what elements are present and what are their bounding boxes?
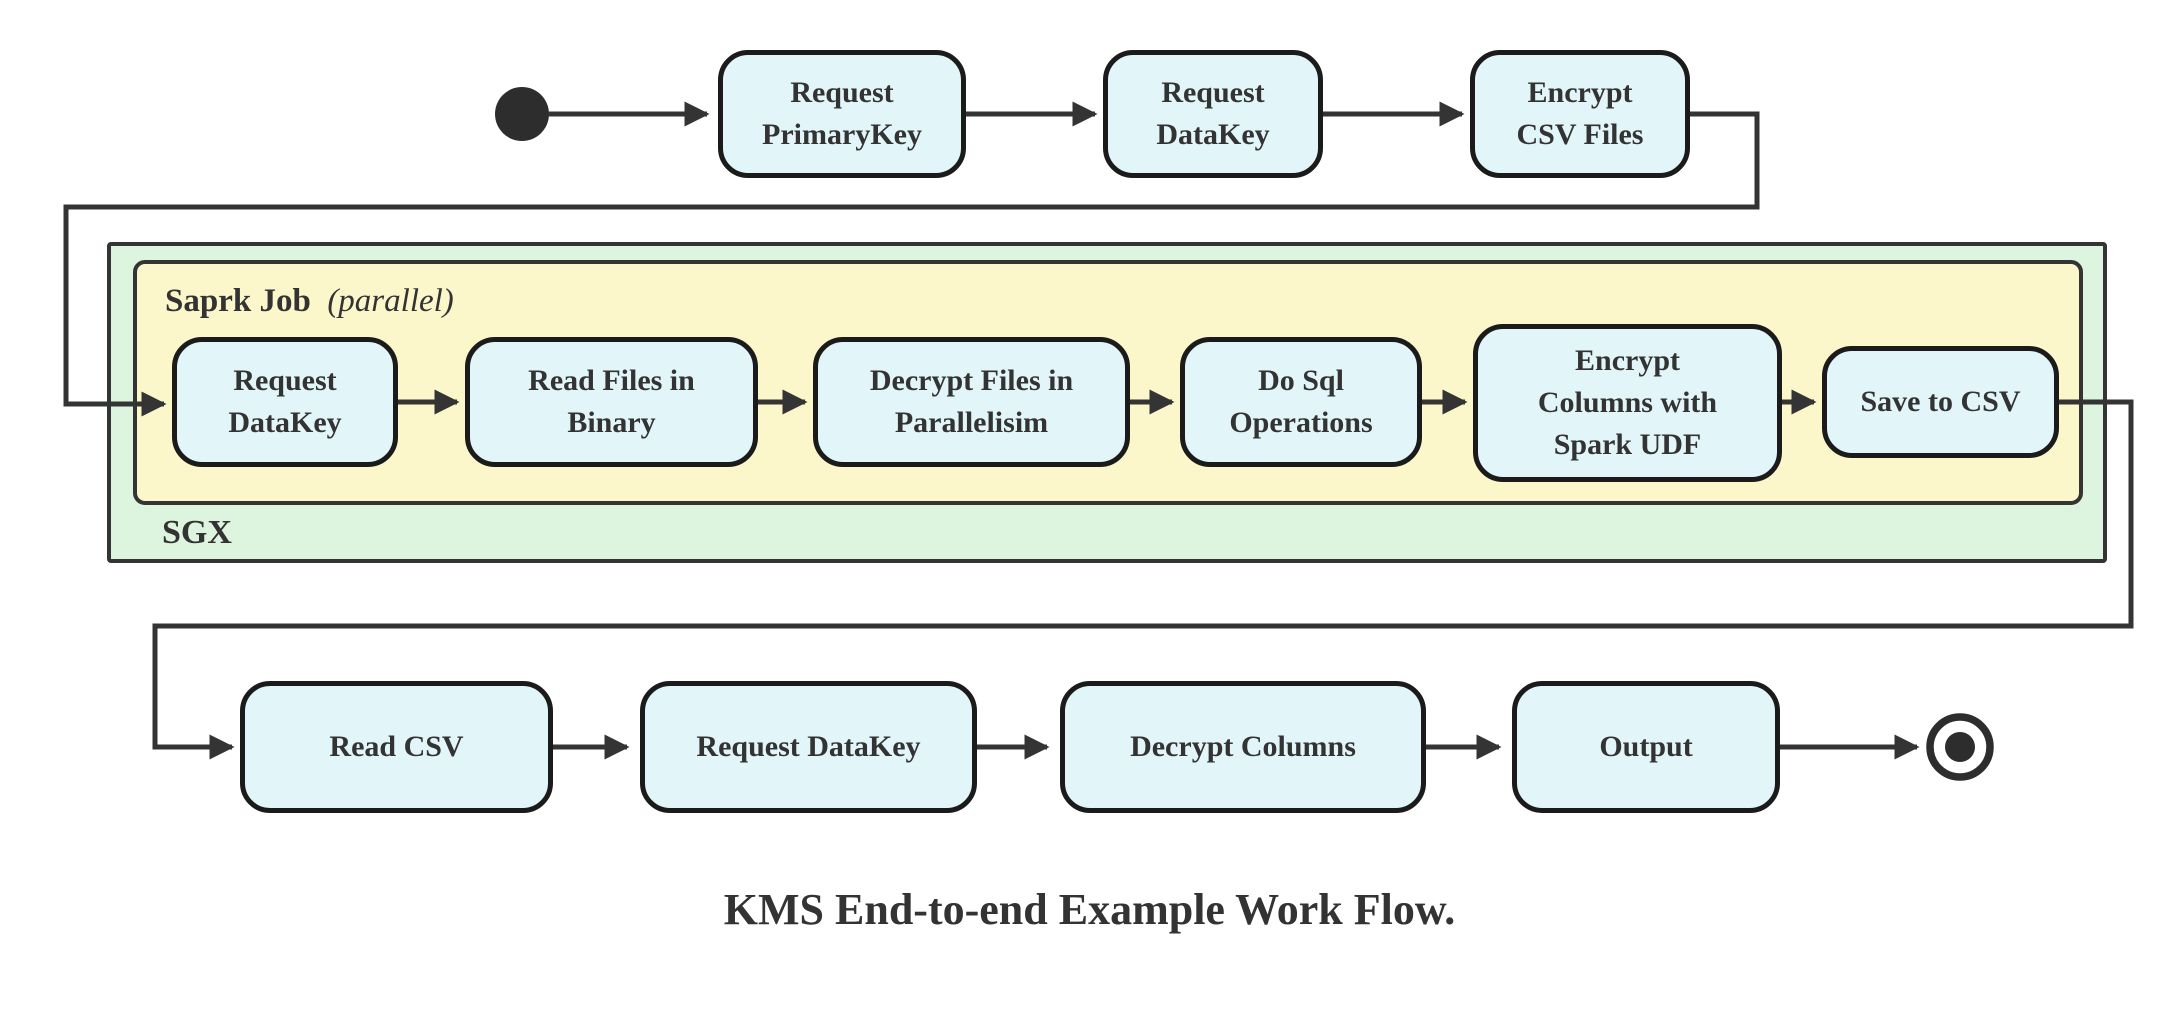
node-output-label: Output bbox=[1599, 730, 1693, 763]
node-save-to-csv: Save to CSV bbox=[1822, 346, 2059, 458]
spark-job-label-text: Saprk Job bbox=[165, 283, 311, 319]
node-request-datakey-top-label: Request DataKey bbox=[1156, 76, 1270, 151]
node-decrypt-files-in-parallelisim-label: Decrypt Files in Parallelisim bbox=[869, 364, 1074, 439]
node-output: Output bbox=[1512, 681, 1780, 813]
node-encrypt-columns-with-spark-udf: Encrypt Columns with Spark UDF bbox=[1473, 324, 1782, 482]
start-node-icon bbox=[495, 87, 549, 141]
node-read-files-in-binary-label: Read Files in Binary bbox=[528, 364, 695, 439]
node-decrypt-columns-label: Decrypt Columns bbox=[1130, 730, 1356, 763]
node-decrypt-files-in-parallelisim: Decrypt Files in Parallelisim bbox=[813, 337, 1130, 467]
sgx-label-text: SGX bbox=[162, 514, 232, 551]
node-do-sql-operations: Do Sql Operations bbox=[1180, 337, 1422, 467]
node-request-datakey-top: Request DataKey bbox=[1103, 50, 1323, 178]
node-do-sql-operations-label: Do Sql Operations bbox=[1229, 364, 1373, 439]
node-read-csv-label: Read CSV bbox=[329, 730, 464, 763]
diagram-caption: KMS End-to-end Example Work Flow. bbox=[723, 885, 1456, 934]
spark-job-qualifier-text: (parallel) bbox=[327, 283, 454, 319]
sgx-group-label: SGX bbox=[162, 514, 232, 552]
node-request-datakey-bottom: Request DataKey bbox=[640, 681, 977, 813]
node-encrypt-columns-with-spark-udf-label: Encrypt Columns with Spark UDF bbox=[1537, 344, 1718, 461]
node-encrypt-csv-files-label: Encrypt CSV Files bbox=[1516, 76, 1644, 151]
node-decrypt-columns: Decrypt Columns bbox=[1060, 681, 1426, 813]
end-node-ring-icon bbox=[1926, 713, 1994, 781]
node-save-to-csv-label: Save to CSV bbox=[1860, 385, 2021, 418]
node-request-primarykey: Request PrimaryKey bbox=[718, 50, 966, 178]
node-encrypt-csv-files: Encrypt CSV Files bbox=[1470, 50, 1690, 178]
node-read-csv: Read CSV bbox=[240, 681, 553, 813]
end-node-dot-icon bbox=[1945, 732, 1975, 762]
spark-job-group-label: Saprk Job (parallel) bbox=[165, 283, 454, 320]
node-spark-request-datakey: Request DataKey bbox=[172, 337, 398, 467]
node-request-primarykey-label: Request PrimaryKey bbox=[762, 76, 922, 151]
node-read-files-in-binary: Read Files in Binary bbox=[465, 337, 758, 467]
node-spark-request-datakey-label: Request DataKey bbox=[228, 364, 342, 439]
node-request-datakey-bottom-label: Request DataKey bbox=[696, 730, 921, 763]
